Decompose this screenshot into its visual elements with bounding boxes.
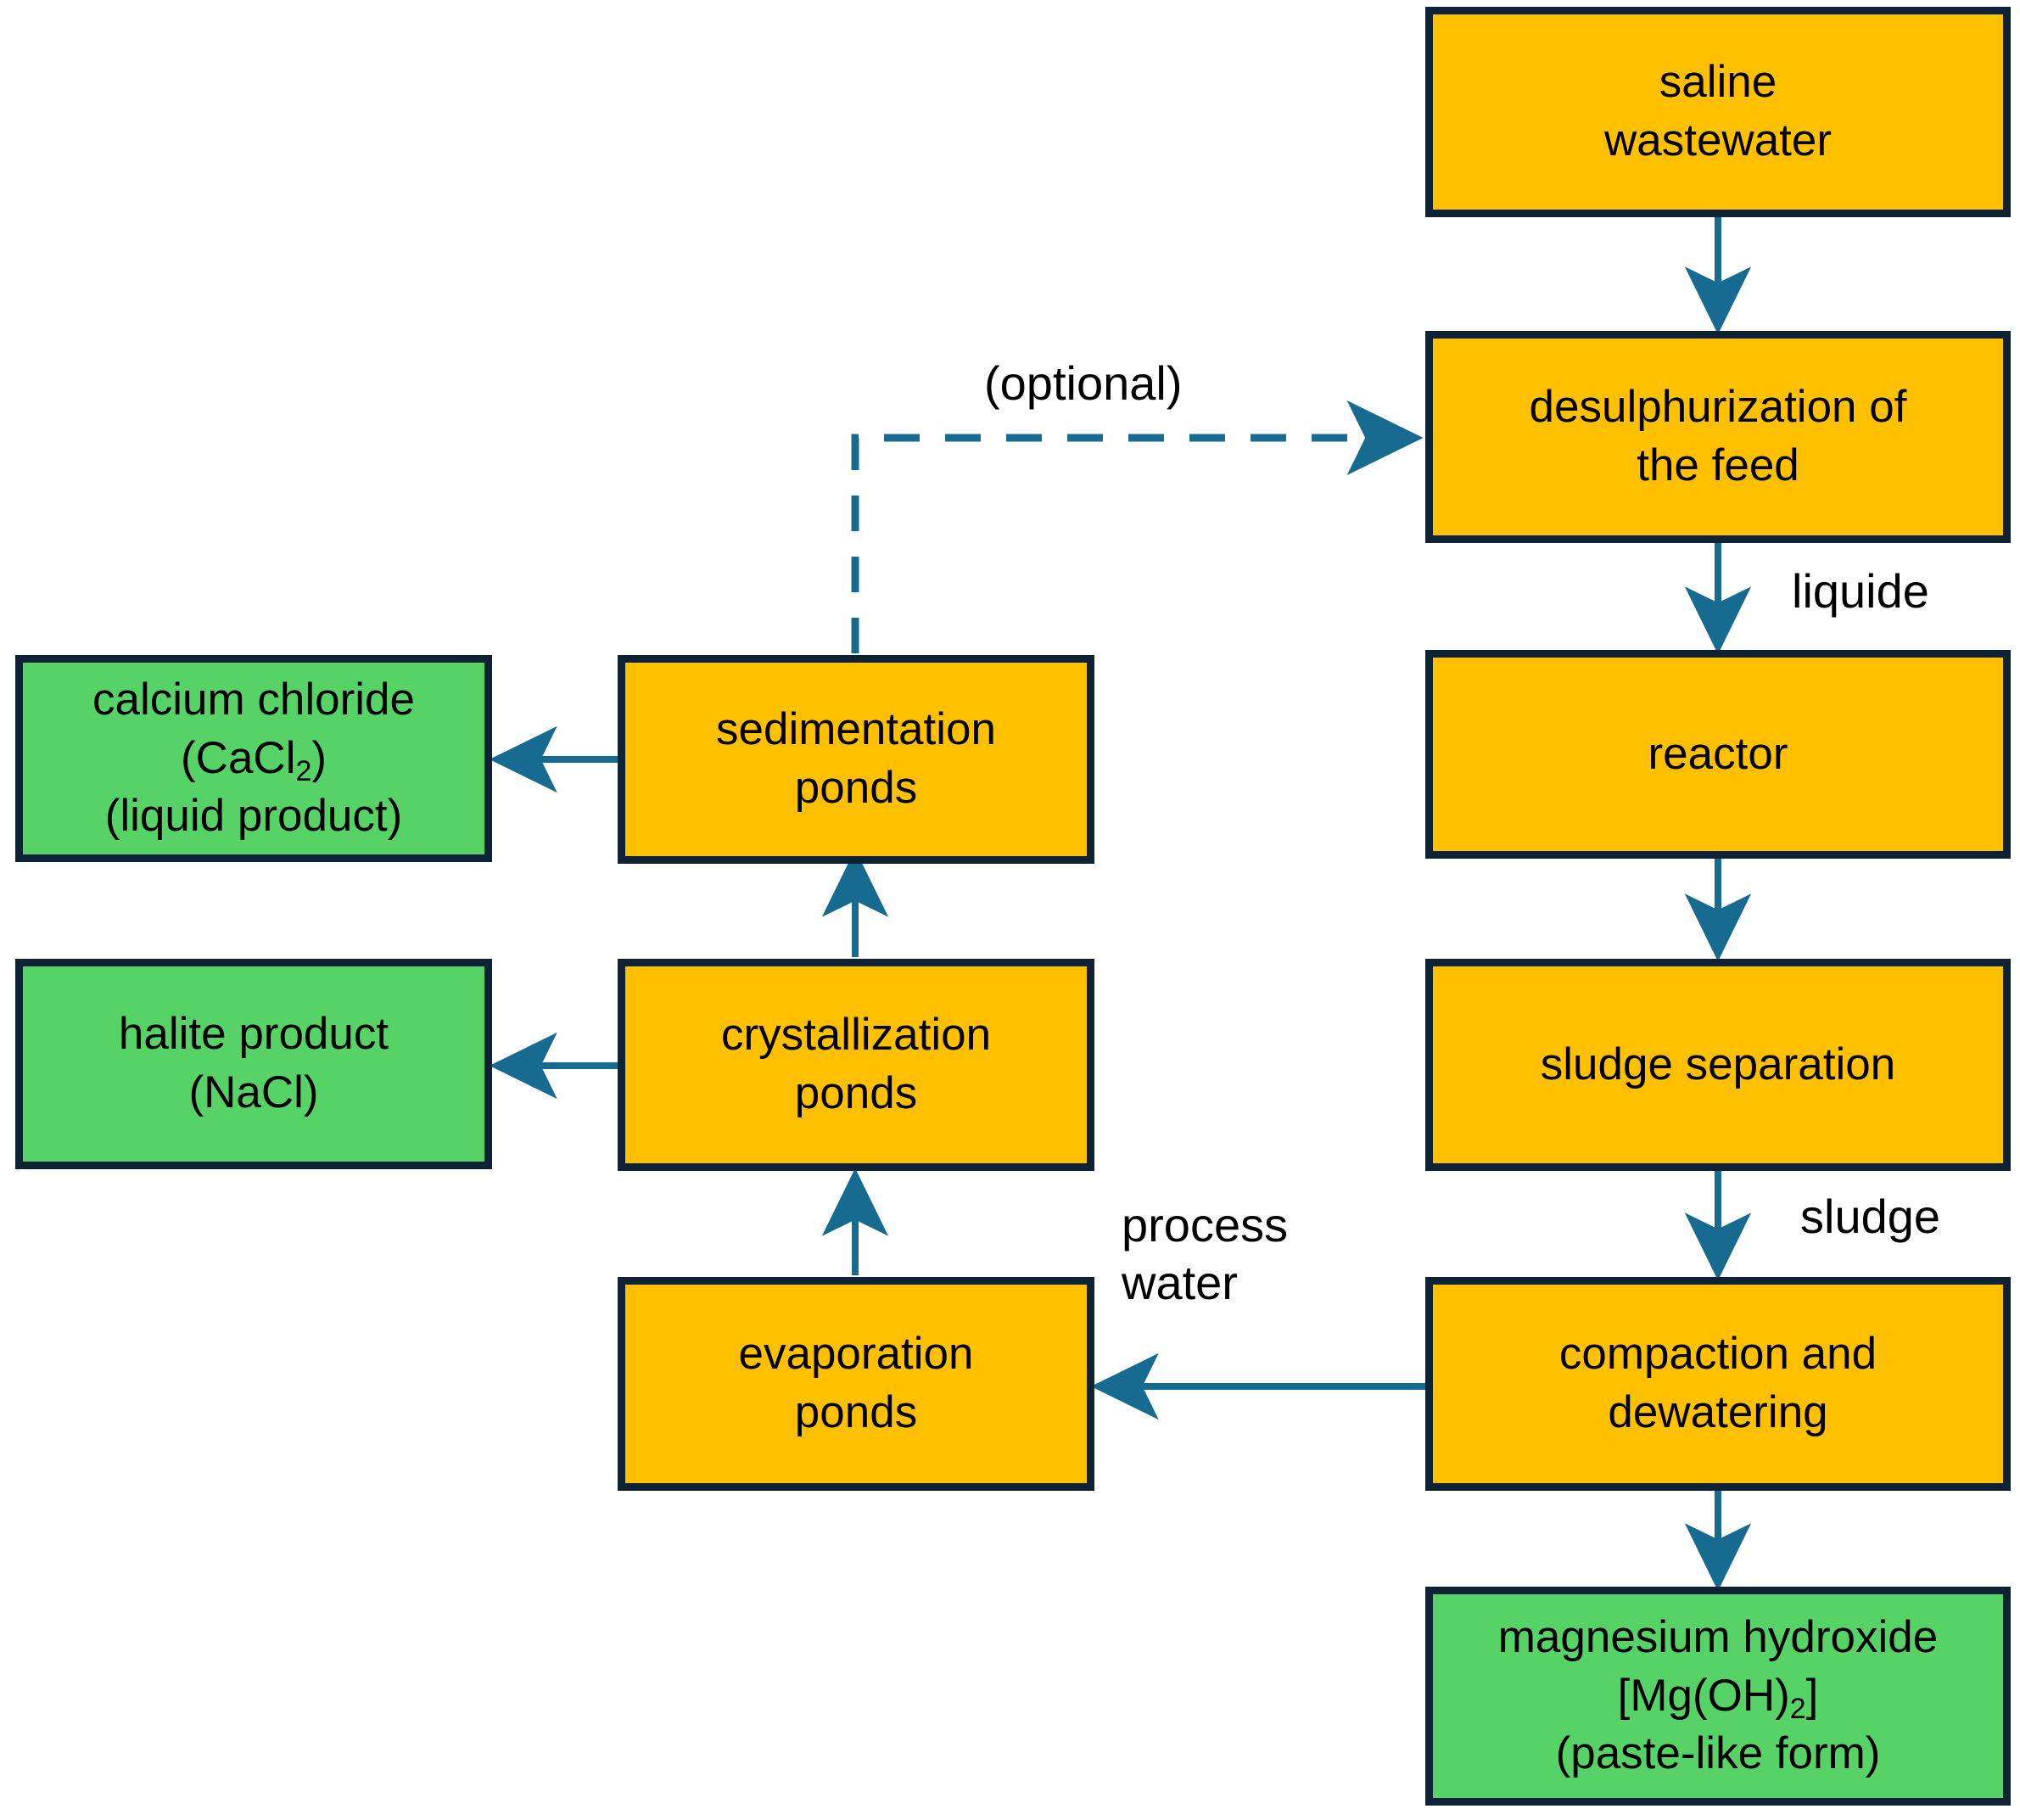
node-reactor[interactable]: reactor [1425, 650, 2011, 859]
node-magnesium-hydroxide[interactable]: magnesium hydroxide[Mg(OH)2](paste-like … [1425, 1587, 2011, 1806]
edge-label-optional: (optional) [984, 356, 1183, 410]
cacl2-subscript: 2 [295, 755, 312, 788]
node-sludge-separation[interactable]: sludge separation [1425, 959, 2011, 1171]
node-calcium-chloride[interactable]: calcium chloride(CaCl2)(liquid product) [15, 655, 492, 862]
mgoh-subscript: 2 [1789, 1693, 1806, 1726]
arrow-sedimentation-to-desulphurization-optional [851, 400, 1424, 653]
edge-label-liquide: liquide [1792, 564, 1929, 618]
edge-label-sludge: sludge [1800, 1190, 1941, 1243]
node-calcium-chloride-label: calcium chloride(CaCl2)(liquid product) [92, 674, 415, 842]
node-halite-product[interactable]: halite product(NaCl) [15, 959, 492, 1169]
node-reactor-label: reactor [1648, 728, 1788, 779]
node-halite-product-label: halite product(NaCl) [118, 1009, 389, 1117]
node-sludge-separation-label: sludge separation [1540, 1039, 1896, 1089]
edge-label-process-water: process water [1122, 1198, 1289, 1310]
node-magnesium-hydroxide-label: magnesium hydroxide[Mg(OH)2](paste-like … [1497, 1611, 1939, 1779]
